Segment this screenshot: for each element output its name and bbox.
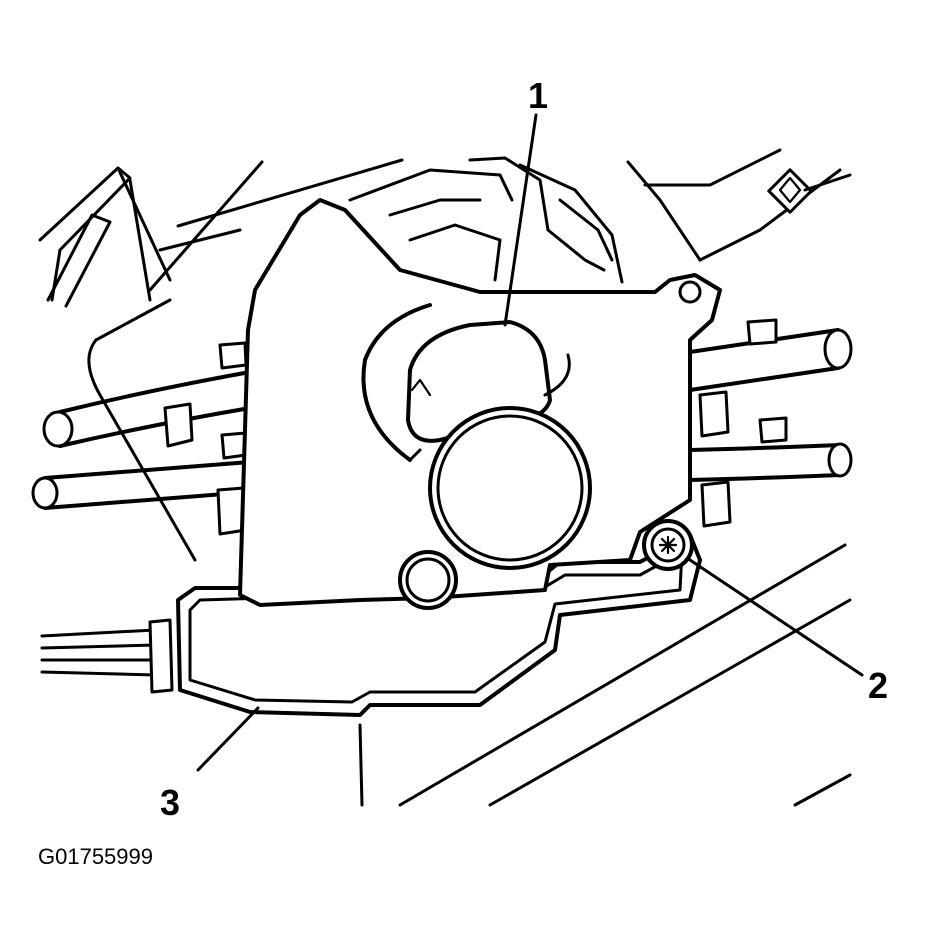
leader-line-2 xyxy=(688,558,864,677)
background-structure xyxy=(38,148,852,807)
leader-line-3 xyxy=(196,706,260,772)
callout-3: 3 xyxy=(160,782,180,823)
callout-2: 2 xyxy=(868,665,888,706)
callout-1: 1 xyxy=(528,75,548,116)
leader-lines xyxy=(196,113,864,772)
vacuum-tubes xyxy=(31,318,853,694)
leader-line-1 xyxy=(503,113,538,327)
actuator-housing xyxy=(176,198,722,717)
figure-id: G01755999 xyxy=(38,844,153,869)
